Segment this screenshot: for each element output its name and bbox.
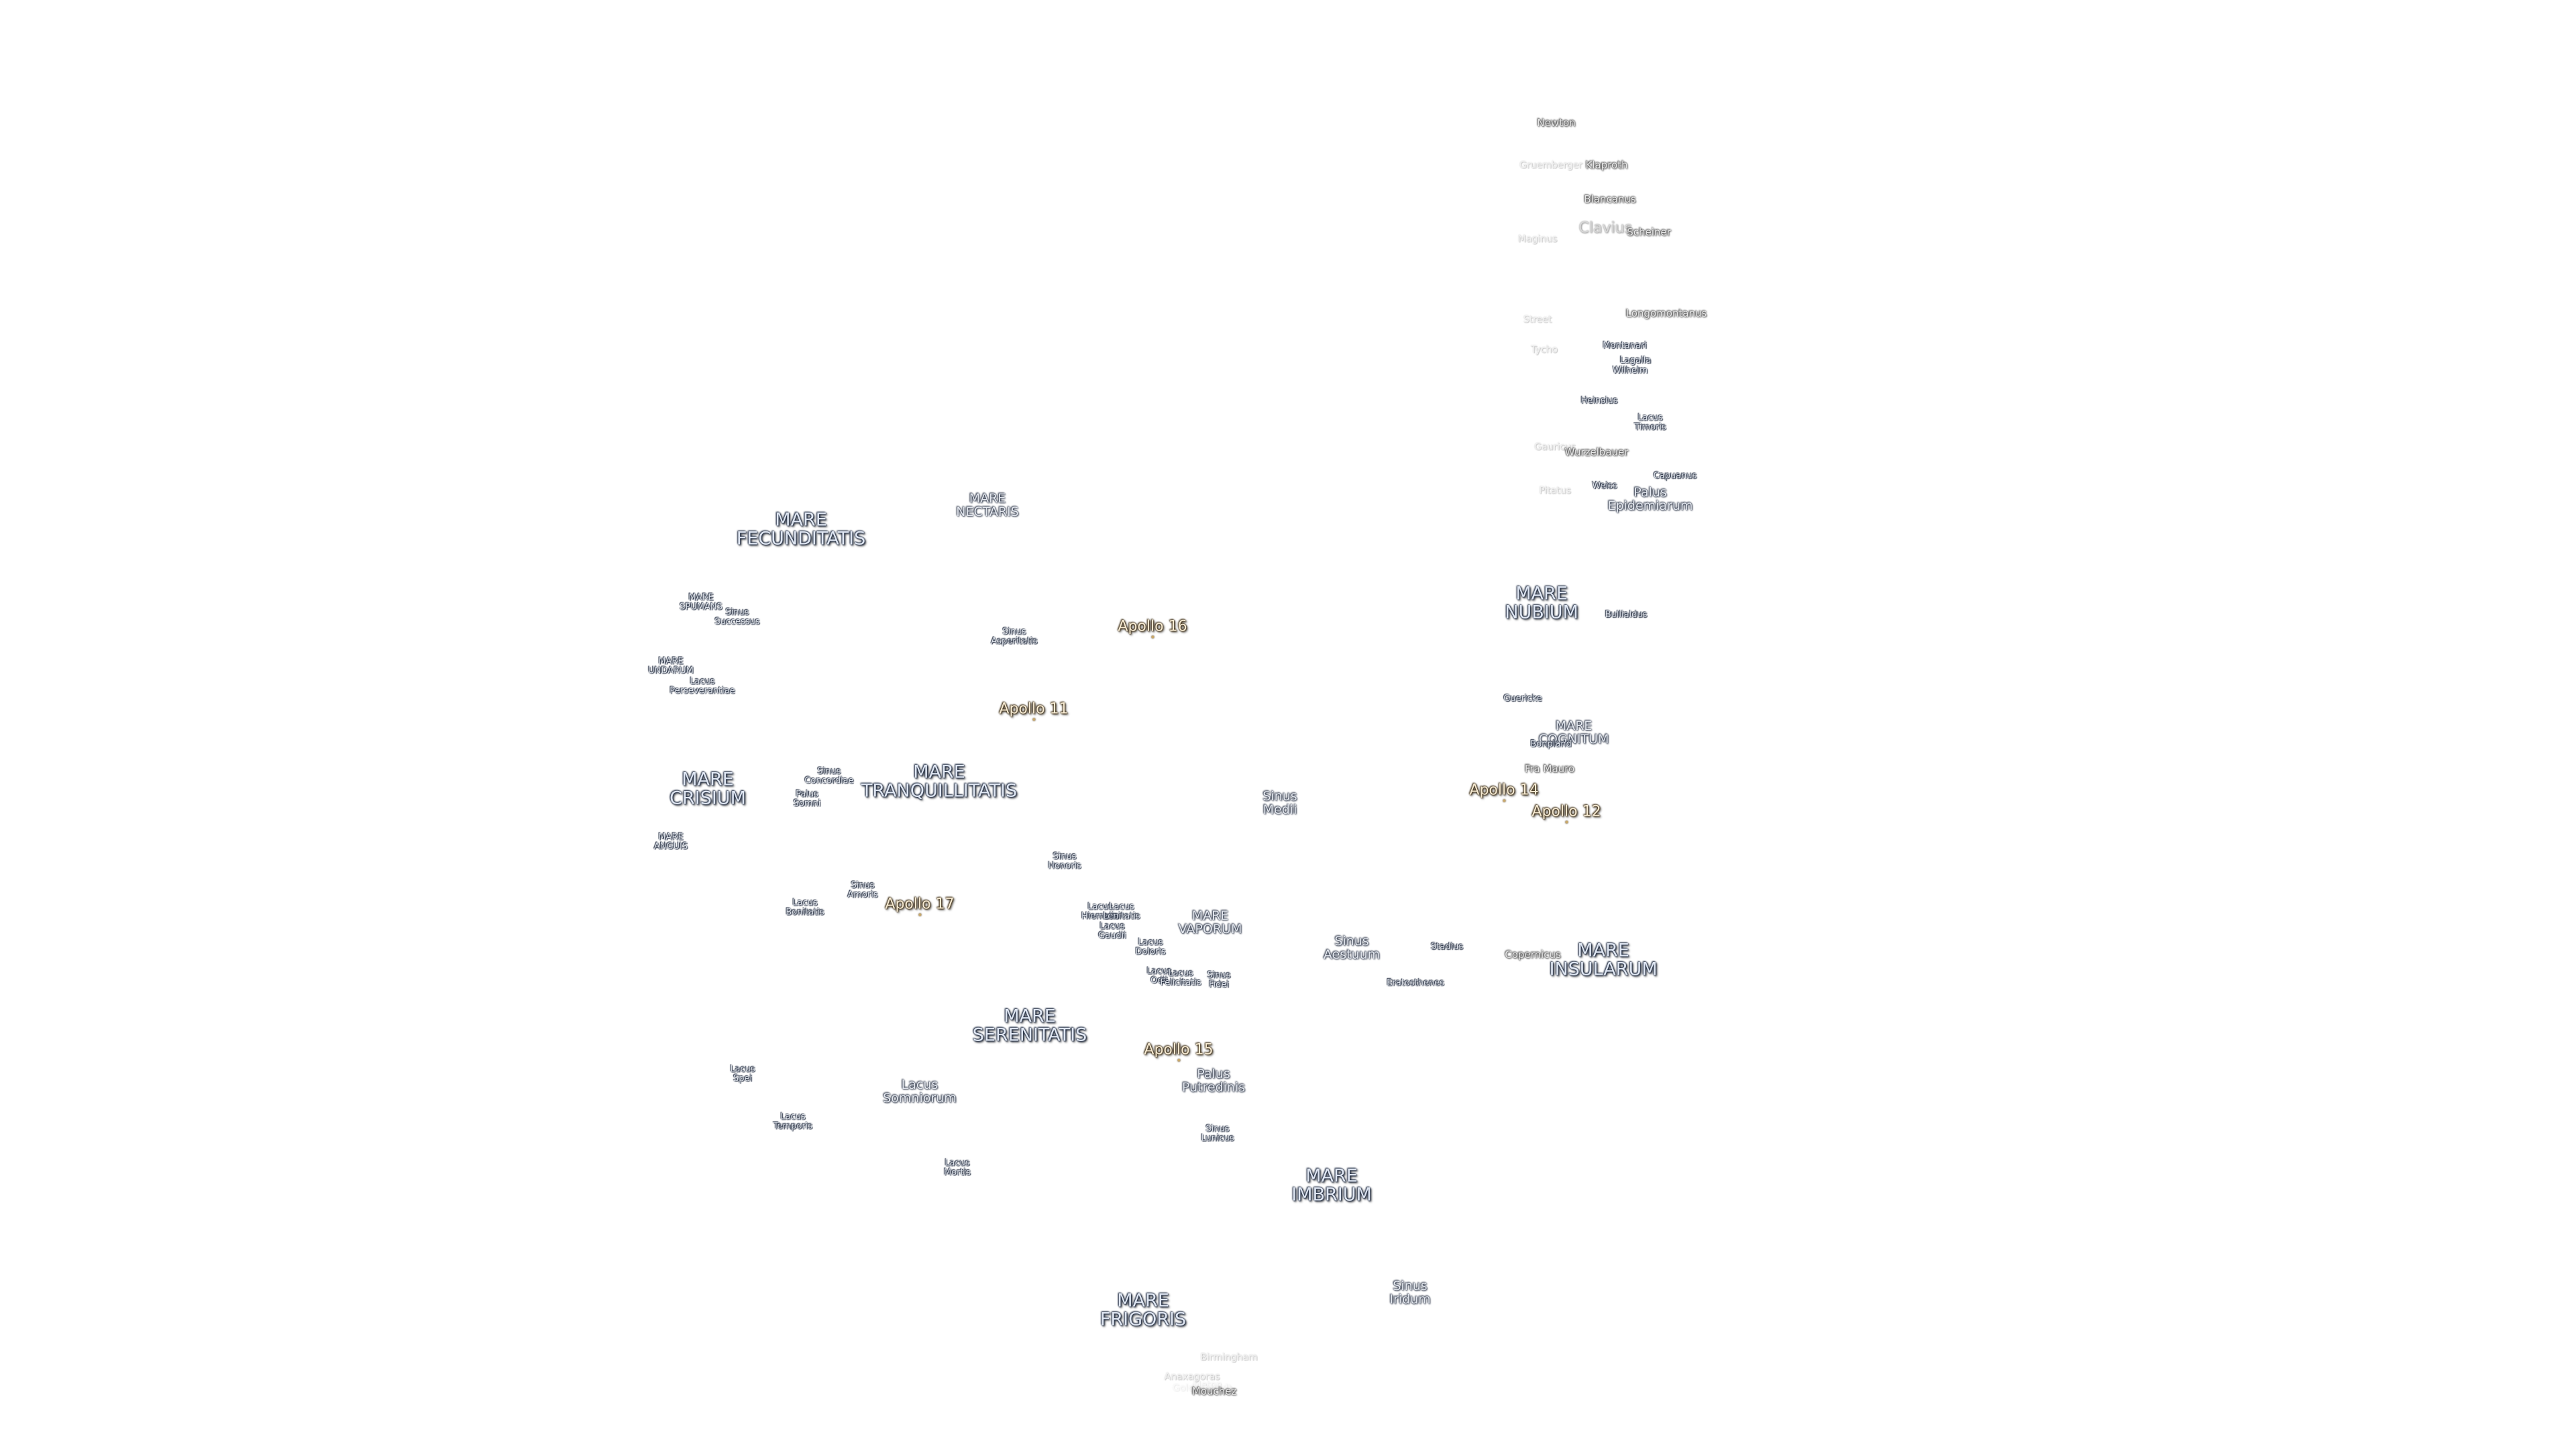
map-label-newton[interactable]: Newton [1537,117,1576,129]
map-label-scheiner[interactable]: Scheiner [1627,226,1671,239]
map-label-lacus-temporis[interactable]: Lacus Temporis [773,1112,813,1131]
map-label-lagalla[interactable]: Lagalla [1619,356,1652,366]
map-label-meton[interactable]: Meton [1193,1379,1222,1391]
map-label-mare-crisium[interactable]: MARE CRISIUM [669,769,746,809]
map-label-heinsius[interactable]: Heinsius [1580,396,1618,407]
map-label-apollo-12[interactable]: Apollo 12 [1532,803,1601,824]
map-label-capuanus[interactable]: Capuanus [1653,471,1697,482]
map-label-mare-imbrium[interactable]: MARE IMBRIUM [1291,1165,1372,1205]
map-label-klaproth[interactable]: Klaproth [1585,159,1628,172]
map-label-apollo-11[interactable]: Apollo 11 [999,700,1069,721]
map-label-apollo-14[interactable]: Apollo 14 [1469,782,1539,802]
map-label-lacus-timoris[interactable]: Lacus Timoris [1634,413,1666,432]
map-label-gruemberger[interactable]: Gruemberger [1519,160,1582,171]
map-label-sinus-iridum[interactable]: Sinus Iridum [1389,1279,1431,1307]
map-label-pitatus[interactable]: Pitatus [1539,485,1571,496]
map-label-apollo-15[interactable]: Apollo 15 [1144,1041,1214,1062]
map-label-montanari[interactable]: Montanari [1603,341,1647,352]
map-label-lacus-mortis[interactable]: Lacus Mortis [944,1158,971,1177]
map-label-weiss[interactable]: Weiss [1592,481,1617,492]
map-label-mare-nectaris[interactable]: MARE NECTARIS [956,491,1019,519]
map-label-mare-fecunditatis[interactable]: MARE FECUNDITATIS [736,509,866,549]
map-label-birmingham[interactable]: Birmingham [1200,1352,1258,1363]
map-label-sinus-honoris[interactable]: Sinus Honoris [1048,851,1081,871]
map-label-mare-spumans[interactable]: MARE SPUMANS [680,592,722,612]
map-label-wurzelbauer[interactable]: Wurzelbauer [1564,446,1629,459]
map-label-palus-epidemiarum[interactable]: Palus Epidemiarum [1607,485,1693,513]
map-label-sinus-amoris[interactable]: Sinus Amoris [847,880,878,900]
map-label-bonpland[interactable]: Bonpland [1530,739,1572,750]
map-label-sinus-medii[interactable]: Sinus Medii [1263,789,1297,817]
map-label-lacus-odii[interactable]: Lacus Odii [1146,966,1172,985]
map-label-lacus-hiemalis[interactable]: Lacus Hiemalis [1081,902,1120,921]
map-label-clavius[interactable]: Clavius [1578,219,1632,237]
map-label-sinus-fidei[interactable]: Sinus Fidei [1207,970,1231,989]
map-label-copernicus[interactable]: Copernicus [1505,949,1561,961]
map-label-mare-cognitum[interactable]: MARE COGNITUM [1538,718,1609,747]
map-label-fra-mauro[interactable]: Fra Mauro [1524,763,1575,775]
map-label-sinus-asperitatis[interactable]: Sinus Asperitatis [991,627,1038,646]
map-label-lacus-lenitatis[interactable]: Lacus Lenitatis [1103,902,1140,921]
map-label-wilhelm[interactable]: Wilhelm [1612,366,1648,376]
map-label-maginus[interactable]: Maginus [1517,233,1558,245]
map-label-palus-putredinis[interactable]: Palus Putredinis [1181,1067,1246,1095]
map-label-lacus-bonitatis[interactable]: Lacus Bonitatis [786,898,824,917]
map-label-lacus-spei[interactable]: Lacus Spei [730,1064,755,1083]
map-label-sinus-concordiae[interactable]: Sinus Concordiae [804,766,854,786]
map-label-mare-serenitatis[interactable]: MARE SERENITATIS [972,1006,1087,1046]
map-label-apollo-17[interactable]: Apollo 17 [885,896,955,916]
map-label-palus-somni[interactable]: Palus Somni [793,789,821,808]
map-label-lacus-somniorum[interactable]: Lacus Somniorum [883,1077,957,1106]
map-label-mare-anguis[interactable]: MARE ANGUIS [653,832,688,851]
map-label-mare-vaporum[interactable]: MARE VAPORUM [1178,908,1242,936]
map-label-lacus-felicitatis[interactable]: Lacus Felicitatis [1160,968,1201,987]
map-label-sinus-successus[interactable]: Sinus Successus [714,607,760,627]
map-label-street[interactable]: Street [1523,314,1552,325]
map-label-bullialdus[interactable]: Bullialdus [1605,610,1648,621]
map-label-mouchez[interactable]: Mouchez [1191,1385,1237,1398]
map-label-mare-undarum[interactable]: MARE UNDARUM [648,656,694,676]
map-label-longomontanus[interactable]: Longomontanus [1625,307,1707,320]
map-label-sinus-aestuum[interactable]: Sinus Aestuum [1323,934,1381,962]
map-label-mare-frigoris[interactable]: MARE FRIGORIS [1099,1290,1187,1330]
map-label-anaxagoras[interactable]: Anaxagoras [1164,1371,1220,1383]
map-label-lacus-perseverantiae[interactable]: Lacus Perseverantiae [669,676,735,696]
map-label-mare-tranquillitatis[interactable]: MARE TRANQUILLITATIS [861,761,1018,802]
map-label-apollo-16[interactable]: Apollo 16 [1118,618,1187,639]
map-label-goldschmidt[interactable]: Goldschmidt [1173,1383,1232,1394]
map-label-mare-insularum[interactable]: MARE INSULARUM [1549,940,1658,980]
map-label-guericke[interactable]: Guericke [1503,694,1542,704]
map-label-blancanus[interactable]: Blancanus [1584,193,1636,206]
map-label-lacus-gaudii[interactable]: Lacus Gaudii [1098,921,1126,941]
map-label-gauricus[interactable]: Gauricus [1534,441,1576,453]
map-label-lacus-doloris[interactable]: Lacus Doloris [1135,937,1166,957]
map-label-eratosthenes[interactable]: Eratosthenes [1387,978,1444,989]
map-label-sinus-lunicus[interactable]: Sinus Lunicus [1201,1124,1234,1143]
map-label-stadius[interactable]: Stadius [1430,942,1464,953]
map-label-tycho[interactable]: Tycho [1531,344,1558,356]
map-label-mare-nubium[interactable]: MARE NUBIUM [1505,583,1578,623]
